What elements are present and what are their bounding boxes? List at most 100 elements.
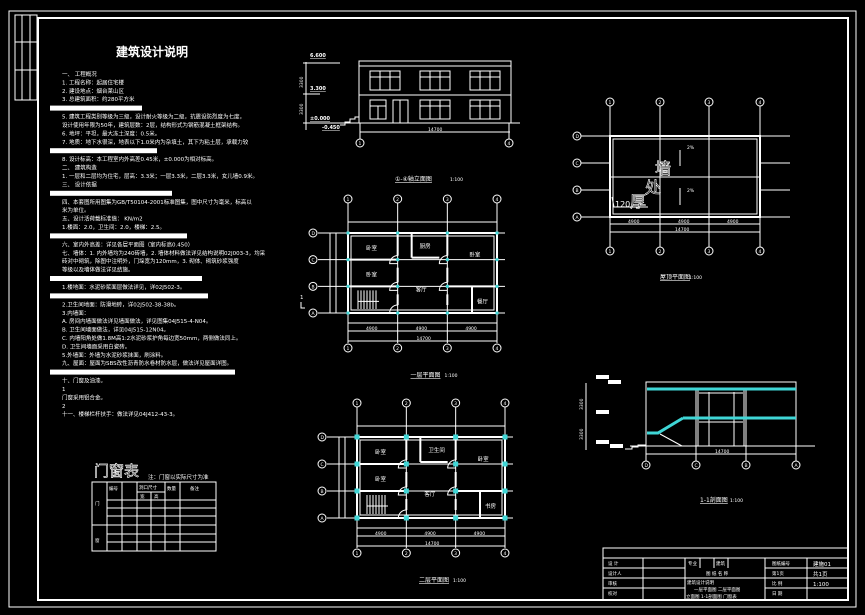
note-line: 5.外墙面：外墙为水泥砂浆抹面，刷涂料。 (62, 351, 166, 359)
axis-label: 4 (496, 197, 499, 203)
door-swing (447, 486, 456, 496)
axis-label: A (312, 311, 316, 317)
title-block: 设 计 设计人 审核 校对 专业 建筑 图 纸 名 称 建筑设计说明 一层平面图… (602, 547, 849, 601)
header-qty: 数量 (167, 485, 176, 492)
plan-scale: 1:100 (445, 373, 458, 379)
note-line: 1.楼面：2.0，卫生间：2.0，楼梯：2.5。 (62, 223, 165, 231)
group-window: 窗 (95, 537, 100, 544)
tb-designer: 设计人 (608, 570, 622, 577)
column (495, 258, 499, 262)
note-line: 等级以及墙体做法详见结施。 (62, 266, 134, 274)
header-height: 高 (154, 493, 159, 500)
exterior-wall (347, 232, 498, 314)
axis-label: B (321, 489, 324, 495)
level-mark-roof: 6.600 (310, 53, 326, 59)
column (502, 515, 508, 521)
axis-label: 1 (359, 141, 362, 147)
redacted-bar (50, 293, 208, 299)
column (453, 461, 459, 467)
column (502, 434, 508, 440)
column (403, 461, 409, 467)
column (403, 515, 409, 521)
handwriting: 120 (615, 200, 630, 209)
dim: 4900 (678, 219, 690, 225)
column (354, 434, 360, 440)
column (445, 311, 449, 315)
binding-strip (14, 14, 38, 101)
redacted-bar (50, 233, 187, 239)
note-line: 一、 工程概况 (62, 70, 97, 78)
axis-label: D (321, 435, 325, 441)
axis-bubble (401, 398, 411, 408)
window (419, 70, 451, 91)
note-line: 3.内墙面： (62, 309, 89, 317)
tb-drawing-name: 图 纸 名 称 (706, 570, 729, 577)
plan-scale: 1:100 (453, 578, 466, 584)
axis-bubble (500, 548, 510, 558)
axis-bubble (442, 343, 452, 353)
axis-label: B (312, 284, 315, 290)
height-dim: 3300 (299, 76, 305, 88)
room-label: 卧室 (478, 455, 490, 463)
room-label: 卧室 (469, 251, 481, 259)
room-label: 卧室 (375, 475, 387, 483)
note-line: 5. 建筑工程类别等级为三级，设计耐火等级为二级，抗震设防烈度为七度， (62, 113, 245, 121)
note-line: 2. 建设地点：烟台莱山区 (62, 87, 124, 95)
table-title: 门窗表 (94, 462, 139, 480)
room-label: 卧室 (366, 271, 378, 279)
notes-title: 建筑设计说明 (115, 44, 188, 59)
axis-label: 4 (496, 346, 499, 352)
tb-content: 立面图 1-1剖面图 门窗表 (686, 593, 737, 600)
axis-bubble (755, 246, 765, 256)
axis-label: C (576, 161, 579, 167)
column (495, 231, 499, 235)
door-swing (447, 459, 456, 469)
note-line: 十一、楼梯栏杆扶手：做法详见04J412-43-3。 (62, 410, 178, 418)
axis-label: A (321, 516, 325, 522)
slope-mark: 2% (687, 188, 695, 194)
dim-text: 4900 (465, 326, 477, 332)
axis-bubble (352, 398, 362, 408)
axis-label: A (795, 463, 799, 469)
axis-bubble (691, 460, 701, 470)
axis-bubble (605, 246, 615, 256)
note-line: 二、 建筑构造 (62, 164, 97, 172)
column (403, 488, 409, 494)
note-line: 三、 设计依据 (62, 180, 97, 188)
room-label: 卧室 (375, 448, 387, 456)
axis-bubble (755, 97, 765, 107)
note-line: 1. 工程名称：起居住宅楼 (62, 78, 124, 86)
header-code: 编号 (109, 485, 118, 492)
axis-label: A (576, 215, 580, 221)
axis-bubble (442, 194, 452, 204)
axis-bubble (308, 255, 318, 265)
axis-label: 1 (347, 346, 350, 352)
axis-bubble (572, 212, 582, 222)
note-line: 3. 总建筑面积：约280平方米 (62, 95, 135, 103)
axis-bubble (352, 548, 362, 558)
column (453, 515, 459, 521)
axis-label: 2 (396, 197, 399, 203)
redacted-bar (50, 190, 172, 196)
axis-bubble (572, 185, 582, 195)
height-dim: 3300 (299, 103, 305, 115)
dim-text: 4900 (375, 531, 387, 537)
axis-bubble (451, 398, 461, 408)
note-line: 1 (62, 387, 66, 393)
axis-bubble (308, 281, 318, 291)
column (354, 488, 360, 494)
level-mark-second-floor: 3.300 (310, 86, 326, 92)
column (346, 258, 350, 262)
column (445, 284, 449, 288)
dim-text: 4900 (366, 326, 378, 332)
axis-label: 2 (405, 401, 408, 407)
plan-title: 二层平面图 (419, 577, 449, 584)
axis-bubble (317, 513, 327, 523)
note-line: 1.楼地面：水泥砂浆面层做法详见，详02J502-3。 (62, 283, 185, 291)
note-line: 十、门窗及油漆。 (62, 377, 106, 385)
plan-title: 一层平面图 (411, 372, 441, 379)
axis-label: 2 (405, 551, 408, 557)
axis-bubble (704, 97, 714, 107)
